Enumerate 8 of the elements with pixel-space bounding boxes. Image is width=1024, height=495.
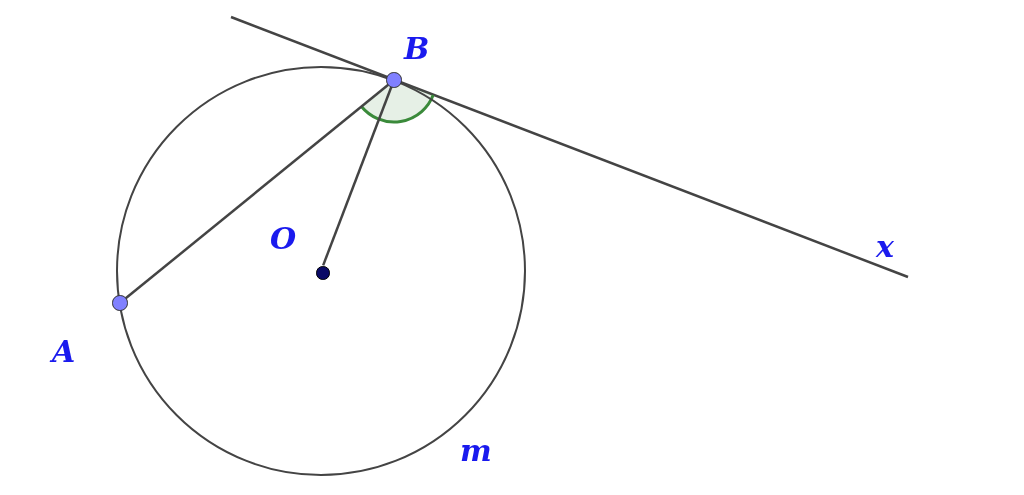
line-segment xyxy=(321,86,393,266)
point-label: m xyxy=(460,436,492,466)
line-segment xyxy=(124,83,390,300)
point-marker xyxy=(112,295,128,311)
point-marker xyxy=(316,266,330,280)
point-label: O xyxy=(270,224,297,254)
line-label: x xyxy=(876,232,894,262)
point-label: B xyxy=(404,34,430,64)
